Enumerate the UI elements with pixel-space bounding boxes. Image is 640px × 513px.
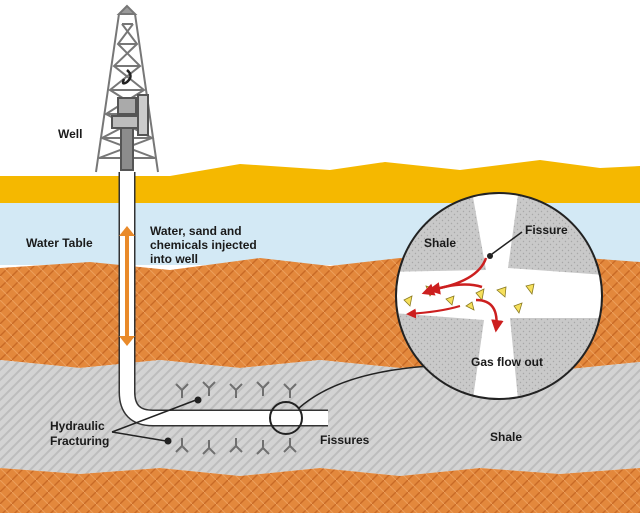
fissure-mark (283, 383, 297, 398)
injection-label-line2: chemicals injected (150, 238, 257, 252)
fissure-mark (256, 440, 270, 455)
magnifier-connector (298, 365, 431, 409)
zoom-shale-label: Shale (424, 236, 456, 250)
injection-label-line3: into well (150, 252, 198, 266)
zoom-fissure-channel (396, 193, 602, 399)
bottom-rock-layer (0, 468, 640, 513)
hydraulic-label-line2: Fracturing (50, 434, 109, 448)
hydraulic-leader-lines (111, 399, 197, 442)
fissure-mark (229, 383, 243, 398)
fissure-mark (202, 381, 216, 396)
leader-dot (164, 437, 172, 445)
gas-flow-arrow (406, 305, 461, 319)
fissure-mark (229, 438, 243, 453)
shale-label: Shale (490, 430, 522, 444)
fissure-mark (283, 438, 297, 453)
well-bore-interior (120, 172, 328, 425)
injection-arrow (119, 226, 135, 346)
fissures-label: Fissures (320, 433, 370, 447)
leader-dot (194, 396, 202, 404)
drilling-rig (95, 4, 159, 173)
fissure-mark (175, 438, 189, 453)
magnifier-small-circle (269, 401, 303, 435)
hydraulic-label-line1: Hydraulic (50, 419, 105, 433)
zoom-fissure-label: Fissure (525, 223, 568, 237)
zoom-gas-flow-label: Gas flow out (471, 355, 543, 369)
fracture-marks (175, 381, 297, 455)
fissure-leader-line (491, 231, 523, 255)
surface-sand-layer (0, 160, 640, 203)
zoom-circle (395, 192, 603, 400)
injection-label-line1: Water, sand and (150, 224, 242, 238)
water-table-label: Water Table (26, 236, 93, 250)
well-label: Well (58, 127, 82, 141)
gas-flow-arrow (421, 283, 483, 296)
fissure-mark (175, 383, 189, 398)
sky-background (0, 0, 640, 175)
gas-flow-arrow (475, 298, 504, 333)
fissure-mark (256, 381, 270, 396)
fissure-mark (202, 440, 216, 455)
